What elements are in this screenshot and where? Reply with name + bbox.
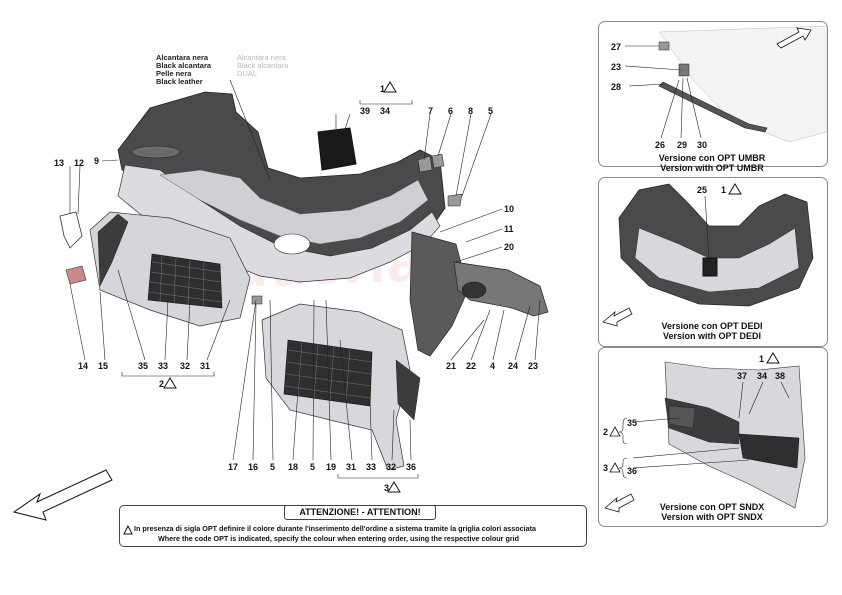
- callout-23: 23: [528, 361, 538, 371]
- attention-line-en: Where the code OPT is indicated, specify…: [158, 534, 520, 543]
- bracket-14: [65, 265, 87, 285]
- dedi-illustration: 25 1: [602, 183, 814, 327]
- callout-25: 25: [697, 185, 707, 195]
- callout-36-sndx: 36: [627, 466, 637, 476]
- callout-33: 33: [158, 361, 168, 371]
- callout-1: 1: [380, 84, 385, 94]
- sndx-caption-en: Version with OPT SNDX: [661, 512, 763, 522]
- clip-6: [431, 153, 445, 169]
- panel-opt-umbr: 27 23 28 26 29 30: [598, 21, 828, 167]
- direction-arrow-icon: [12, 469, 113, 521]
- panel-opt-dedi: 25 1: [598, 177, 828, 347]
- cover-plate: [317, 127, 357, 171]
- callout-35: 35: [138, 361, 148, 371]
- callout-20: 20: [504, 242, 514, 252]
- bracket-right: [453, 261, 549, 317]
- callout-37: 37: [737, 371, 747, 381]
- umbr-caption-en: Version with OPT UMBR: [660, 163, 764, 173]
- sndx-caption-it: Versione con OPT SNDX: [659, 502, 765, 512]
- callout-9: 9: [94, 156, 99, 166]
- umbr-illustration: 27 23 28 26 29 30: [611, 25, 827, 150]
- callout-11: 11: [504, 224, 514, 234]
- arrow-icon: [602, 307, 633, 327]
- callout-22: 22: [466, 361, 476, 371]
- clip-7: [417, 155, 433, 173]
- callout-35-sndx: 35: [627, 418, 637, 428]
- dedi-caption-en: Version with OPT DEDI: [662, 331, 761, 341]
- callout-26: 26: [655, 140, 665, 150]
- bracket-13: [59, 211, 83, 249]
- callout-12: 12: [74, 158, 84, 168]
- callout-1-sndx: 1: [759, 354, 764, 364]
- callout-18: 18: [288, 462, 298, 472]
- callout-30: 30: [697, 140, 707, 150]
- callout-10: 10: [504, 204, 514, 214]
- clip-16: [251, 295, 263, 305]
- dedi-caption-it: Versione con OPT DEDI: [661, 321, 763, 331]
- callout-32b: 32: [386, 462, 396, 472]
- callout-28: 28: [611, 82, 621, 92]
- callout-17: 17: [228, 462, 238, 472]
- callout-33b: 33: [366, 462, 376, 472]
- callout-24: 24: [508, 361, 518, 371]
- material-label-primary: Alcantara nera Black alcantara Pelle ner…: [156, 53, 212, 86]
- callout-34-sndx: 34: [757, 371, 767, 381]
- callout-27: 27: [611, 42, 621, 52]
- arrow-icon: [604, 493, 635, 513]
- callout-23: 23: [611, 62, 621, 72]
- warning-icon: [766, 352, 780, 364]
- callout-34: 34: [380, 106, 390, 116]
- callout-32: 32: [180, 361, 190, 371]
- callout-5b: 5: [270, 462, 275, 472]
- attention-title: ATTENZIONE! - ATTENTION!: [284, 505, 436, 520]
- callout-5c: 5: [310, 462, 315, 472]
- callout-2: 2: [159, 379, 164, 389]
- umbrella-rod: [658, 81, 768, 133]
- callout-6: 6: [448, 106, 453, 116]
- callout-4: 4: [490, 361, 495, 371]
- callout-36: 36: [406, 462, 416, 472]
- callout-3: 3: [384, 483, 389, 493]
- sndx-illustration: 1 37 34 38 2 35 3 36: [603, 352, 806, 513]
- callout-39: 39: [360, 106, 370, 116]
- warning-icon: [609, 462, 621, 473]
- callout-15: 15: [98, 361, 108, 371]
- callout-38: 38: [775, 371, 785, 381]
- callout-31: 31: [200, 361, 210, 371]
- callout-16: 16: [248, 462, 258, 472]
- clip-5: [447, 193, 463, 207]
- attention-line-it: In presenza di sigla OPT definire il col…: [134, 524, 537, 533]
- callout-3-sndx: 3: [603, 463, 608, 473]
- warning-icon: [728, 183, 742, 195]
- warning-icon: [609, 426, 621, 437]
- callout-29: 29: [677, 140, 687, 150]
- callout-13: 13: [54, 158, 64, 168]
- warning-icon: [163, 81, 401, 493]
- callout-2-sndx: 2: [603, 427, 608, 437]
- callout-21: 21: [446, 361, 456, 371]
- callout-14: 14: [78, 361, 88, 371]
- callout-5: 5: [488, 106, 493, 116]
- side-trim: [409, 231, 469, 357]
- arrow-icon: [776, 27, 812, 49]
- umbr-caption-it: Versione con OPT UMBR: [658, 153, 766, 163]
- callout-1-dedi: 1: [721, 185, 726, 195]
- callout-7: 7: [428, 106, 433, 116]
- panel-opt-sndx: 1 37 34 38 2 35 3 36: [598, 347, 828, 527]
- callout-31b: 31: [346, 462, 356, 472]
- material-label-dual: Alcantara nera Black alcantara DUAL: [237, 53, 289, 78]
- callout-8: 8: [468, 106, 473, 116]
- attention-box: ATTENZIONE! - ATTENTION! In presenza di …: [119, 505, 587, 547]
- callout-19: 19: [326, 462, 336, 472]
- warning-icon: [123, 525, 133, 535]
